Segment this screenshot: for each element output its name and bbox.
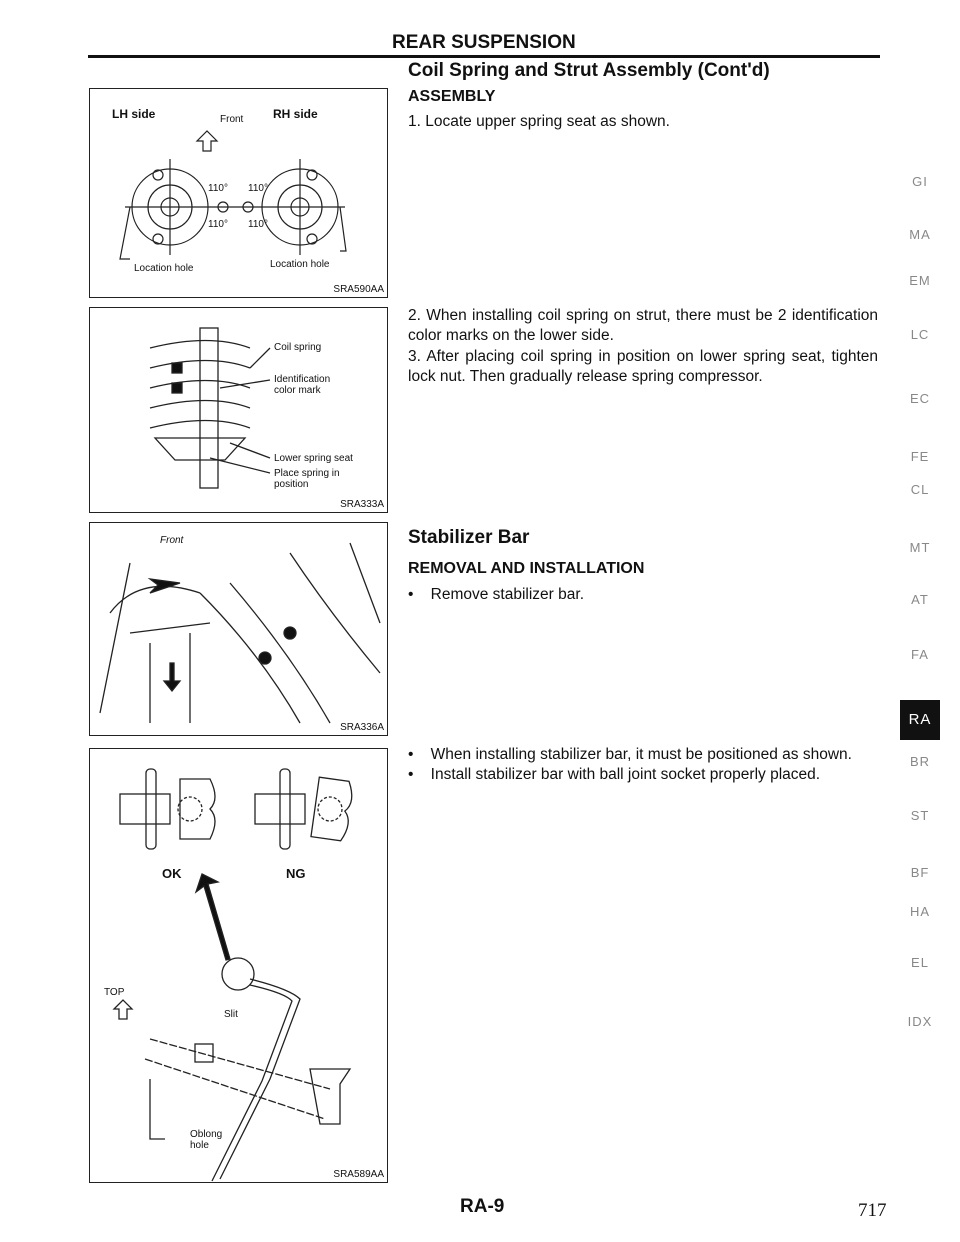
bullet-text: Remove stabilizer bar. [430, 586, 584, 603]
step-1: 1. Locate upper spring seat as shown. [408, 112, 878, 132]
tab-ma[interactable]: MA [909, 227, 931, 242]
tab-ha[interactable]: HA [909, 904, 931, 919]
tab-gi[interactable]: GI [912, 174, 928, 189]
step-text: After placing coil spring in position on… [408, 348, 878, 385]
page-number: 717 [858, 1200, 887, 1221]
stabilizer-position-diagram [112, 768, 353, 1182]
bullet-item: • When installing stabilizer bar, it mus… [408, 746, 852, 763]
step-3: 3. After placing coil spring in position… [408, 347, 878, 387]
step-2: 2. When installing coil spring on strut,… [408, 306, 878, 346]
place-spring-label: Place spring in position [274, 468, 340, 490]
bullet-item: • Remove stabilizer bar. [408, 586, 584, 603]
figure-code: SRA590AA [333, 284, 384, 295]
figure-stabilizer-removal: Front SRA336A [89, 522, 388, 736]
lh-side-label: LH side [112, 107, 156, 121]
slit-label: Slit [224, 1009, 238, 1020]
coil-spring-label: Coil spring [274, 342, 322, 353]
tab-cl[interactable]: CL [910, 482, 930, 497]
identification-mark-label: Identification color mark [274, 374, 331, 396]
assembly-heading: ASSEMBLY [408, 88, 496, 105]
tab-idx[interactable]: IDX [907, 1014, 933, 1029]
front-label: Front [220, 114, 244, 125]
step-num: 1. [408, 113, 421, 130]
step-text: When installing coil spring on strut, th… [408, 307, 878, 344]
figure-code: SRA589AA [333, 1169, 384, 1180]
tab-em[interactable]: EM [909, 273, 931, 288]
angle-label: 110° [248, 219, 268, 230]
coil-spring-diagram [149, 327, 271, 489]
figure-coil-spring: Coil spring Identification color mark Lo… [89, 307, 388, 513]
tab-st[interactable]: ST [910, 808, 930, 823]
bullet-list-2: • When installing stabilizer bar, it mus… [408, 745, 878, 785]
step-text: Locate upper spring seat as shown. [425, 113, 670, 130]
bullet-text: When installing stabilizer bar, it must … [430, 746, 852, 763]
lower-seat-label: Lower spring seat [274, 453, 353, 464]
spring-seat-diagram [119, 130, 347, 260]
ok-label: OK [162, 866, 182, 881]
tab-at[interactable]: AT [911, 592, 929, 607]
location-hole-left: Location hole [134, 263, 194, 274]
removal-heading: REMOVAL AND INSTALLATION [408, 560, 645, 577]
section-title: Coil Spring and Strut Assembly (Cont'd) [408, 60, 770, 81]
bullet-list-1: • Remove stabilizer bar. [408, 585, 878, 605]
header-rule [88, 55, 880, 58]
figure-upper-spring-seat: LH side RH side Front 110° 110° 110° 110… [89, 88, 388, 298]
tab-el[interactable]: EL [911, 955, 929, 970]
tab-bf[interactable]: BF [910, 865, 930, 880]
page-code: RA-9 [460, 1196, 505, 1217]
angle-label: 110° [248, 183, 268, 194]
stabilizer-removal-diagram [99, 542, 381, 724]
page-header: REAR SUSPENSION [392, 32, 576, 53]
rh-side-label: RH side [273, 107, 318, 121]
bullet-text: Install stabilizer bar with ball joint s… [430, 766, 821, 783]
tab-ra[interactable]: RA [900, 700, 940, 740]
angle-label: 110° [208, 219, 228, 230]
figure-code: SRA333A [340, 499, 384, 510]
figure-stabilizer-position: OK NG TOP Slit Oblong hole SRA589AA [89, 748, 388, 1183]
location-hole-right: Location hole [270, 259, 330, 270]
tab-fa[interactable]: FA [911, 647, 929, 662]
step-num: 2. [408, 307, 421, 324]
tab-fe[interactable]: FE [910, 449, 930, 464]
figure-code: SRA336A [340, 722, 384, 733]
step-num: 3. [408, 348, 421, 365]
tab-mt[interactable]: MT [909, 540, 931, 555]
top-label: TOP [104, 987, 125, 998]
ng-label: NG [286, 866, 306, 881]
bullet-item: • Install stabilizer bar with ball joint… [408, 766, 821, 783]
tab-lc[interactable]: LC [910, 327, 930, 342]
tab-ec[interactable]: EC [909, 391, 931, 406]
angle-label: 110° [208, 183, 228, 194]
stabilizer-title: Stabilizer Bar [408, 527, 530, 548]
tab-br[interactable]: BR [909, 754, 931, 769]
front-label: Front [160, 535, 184, 546]
oblong-hole-label: Oblong hole [190, 1129, 223, 1151]
